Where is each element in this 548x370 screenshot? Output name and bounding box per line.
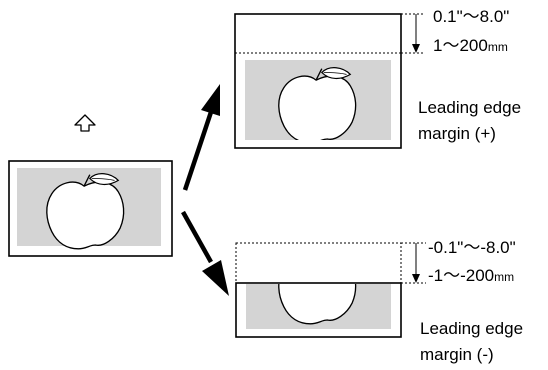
plus-range-inch: 0.1"～8.0": [433, 7, 509, 26]
minus-margin-dimension: [401, 242, 426, 284]
feed-direction-arrow-icon: [74, 114, 96, 132]
minus-caption-line2: margin (-): [420, 345, 494, 364]
plus-range-mm: 1～200: [433, 36, 488, 55]
minus-margin-sheet: [235, 242, 402, 338]
plus-margin-dimension: [401, 13, 425, 54]
svg-text:-1～-200mm: -1～-200mm: [428, 266, 514, 285]
svg-text:1～200mm: 1～200mm: [433, 36, 508, 55]
plus-caption-line1: Leading edge: [418, 98, 521, 117]
minus-caption-line1: Leading edge: [420, 319, 523, 338]
minus-range-unit: mm: [494, 270, 514, 284]
arrow-to-plus: [182, 84, 220, 191]
plus-margin-sheet: [234, 13, 402, 149]
original-sheet: [8, 160, 173, 257]
minus-range-inch: -0.1"～-8.0": [428, 238, 516, 257]
arrow-to-minus: [181, 210, 229, 296]
minus-range-mm: -1～-200: [428, 266, 494, 285]
plus-caption-line2: margin (+): [418, 124, 496, 143]
plus-range-unit: mm: [488, 40, 508, 54]
